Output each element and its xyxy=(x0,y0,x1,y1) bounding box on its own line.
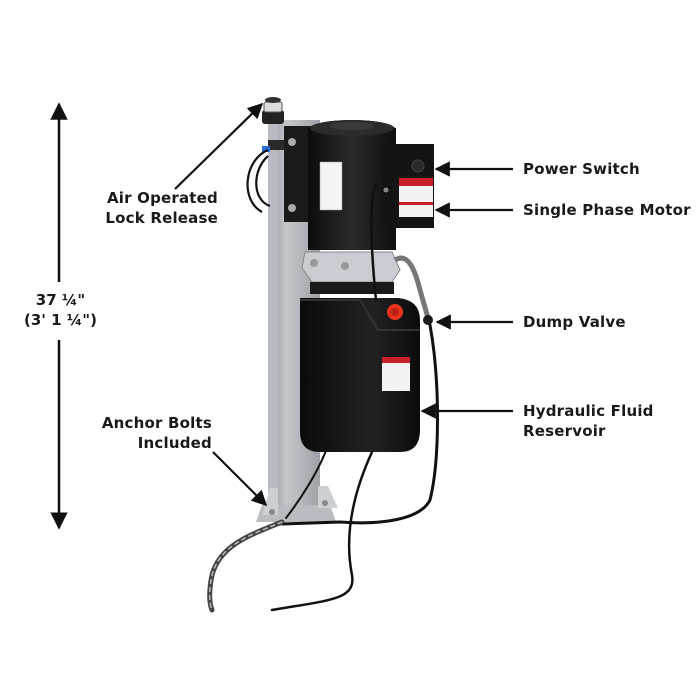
height-dimension-label: 37 ¼" (3' 1 ¼") xyxy=(18,290,103,330)
callout-air-lock-release: Air Operated Lock Release xyxy=(100,188,218,228)
air-lock-release-valve xyxy=(262,97,284,152)
callout-power-switch: Power Switch xyxy=(523,159,640,179)
callout-line: Air Operated xyxy=(106,189,218,207)
callout-line: Anchor Bolts xyxy=(101,414,212,432)
callout-line: Power Switch xyxy=(523,160,640,178)
callout-line: Single Phase Motor xyxy=(523,201,691,219)
hydraulic-fluid-reservoir xyxy=(300,298,420,452)
arrow-air-lock xyxy=(174,102,264,190)
single-phase-motor xyxy=(308,120,434,250)
pump-manifold xyxy=(301,251,401,294)
callout-line: Hydraulic Fluid xyxy=(523,402,654,420)
height-inches: 37 ¼" xyxy=(35,291,86,309)
dump-valve xyxy=(393,255,433,325)
arrow-anchor-bolts xyxy=(212,451,268,507)
callout-line: Reservoir xyxy=(523,422,606,440)
hydraulic-hoses xyxy=(207,182,439,613)
callout-dump-valve: Dump Valve xyxy=(523,312,626,332)
callout-single-phase-motor: Single Phase Motor xyxy=(523,200,691,220)
callout-hydraulic-fluid-reservoir: Hydraulic Fluid Reservoir xyxy=(523,401,654,441)
callout-arrows xyxy=(174,102,513,507)
callout-line: Lock Release xyxy=(105,209,218,227)
callout-anchor-bolts: Anchor Bolts Included xyxy=(90,413,212,453)
height-feet-inches: (3' 1 ¼") xyxy=(24,311,97,329)
callout-line: Dump Valve xyxy=(523,313,626,331)
callout-line: Included xyxy=(137,434,212,452)
